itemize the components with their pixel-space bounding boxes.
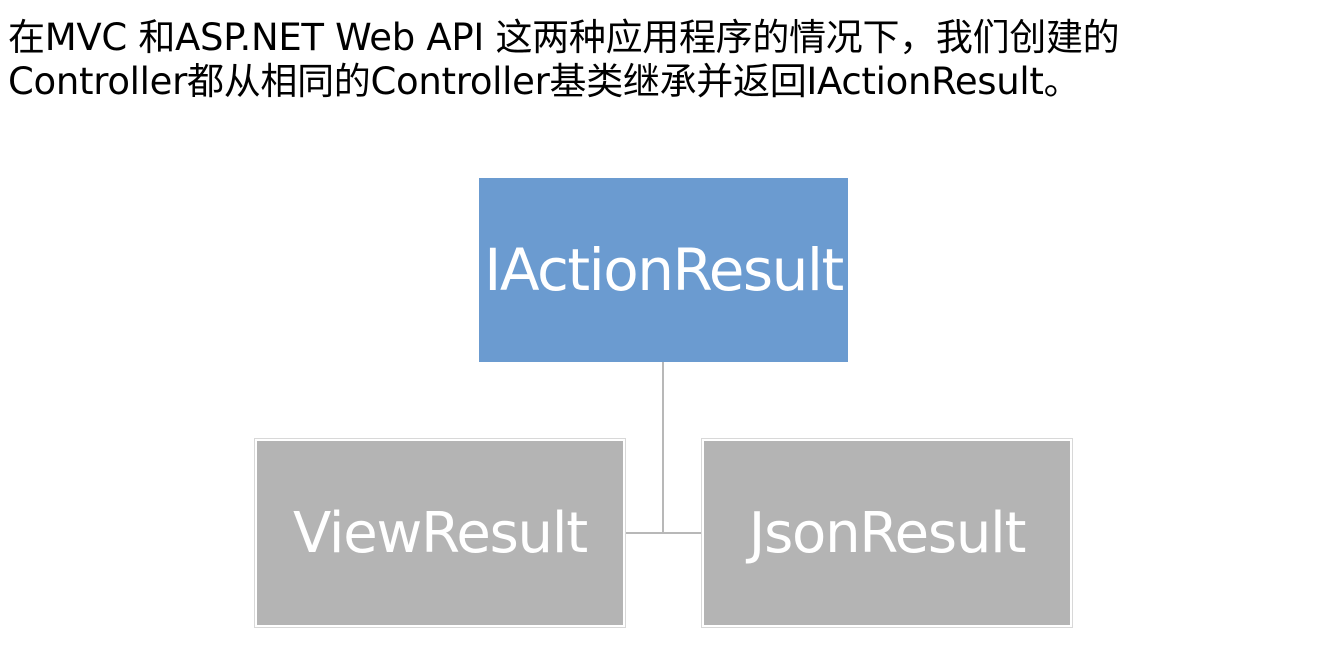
slide-header: 在MVC 和ASP.NET Web API 这两种应用程序的情况下，我们创建的 … [8, 16, 1328, 104]
header-line-2: Controller都从相同的Controller基类继承并返回IActionR… [8, 60, 1081, 103]
child-node-viewresult: ViewResult [254, 438, 626, 628]
connector-vertical-line [662, 362, 664, 533]
connector-left-branch [625, 532, 664, 534]
child-node-label: JsonResult [748, 500, 1027, 566]
connector-right-branch [662, 532, 702, 534]
root-node-label: IActionResult [484, 236, 844, 304]
root-node-iactionresult: IActionResult [479, 178, 848, 362]
header-line-1: 在MVC 和ASP.NET Web API 这两种应用程序的情况下，我们创建的 [8, 16, 1120, 59]
child-node-jsonresult: JsonResult [701, 438, 1073, 628]
child-node-label: ViewResult [293, 500, 588, 566]
